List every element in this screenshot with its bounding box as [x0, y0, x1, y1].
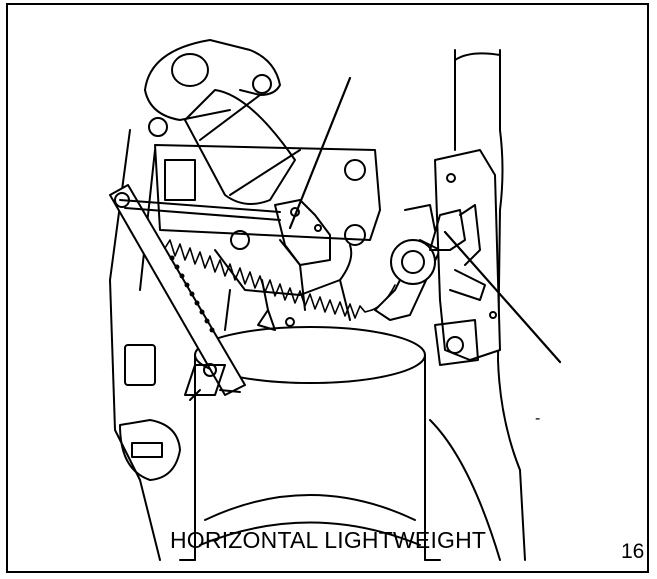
governor-lever [109, 184, 246, 401]
engine-housing [429, 49, 526, 561]
air-intake-elbow [144, 39, 301, 205]
page-number: 16 [621, 540, 645, 563]
figure-caption: HORIZONTAL LIGHTWEIGHT [170, 527, 487, 553]
left-housing [109, 129, 181, 561]
callout-line-bracket [443, 230, 562, 364]
air-cleaner-canister [179, 317, 441, 561]
carburetor-body [154, 144, 381, 331]
dash-mark: - [535, 410, 541, 427]
speed-control-lever [374, 239, 441, 321]
governor-link-rod [119, 199, 281, 213]
throttle-lever [257, 199, 331, 331]
callout-line-throttle [288, 76, 352, 230]
figure-frame [6, 3, 649, 573]
throttle-bracket [404, 149, 501, 366]
governor-link-rod-2 [124, 207, 281, 221]
